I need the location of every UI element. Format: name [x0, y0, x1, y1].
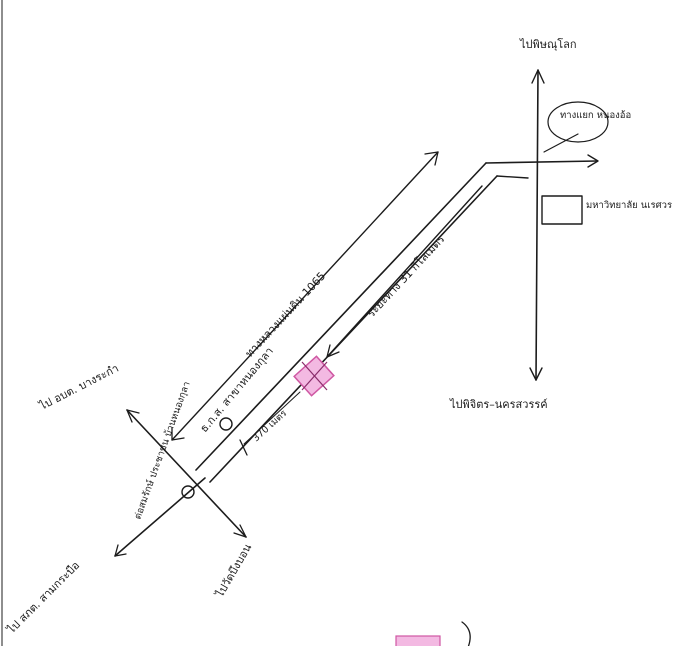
arrow-sw-icon: [326, 344, 340, 358]
label-to-district-office: ไป สภต. สามกระบือ: [4, 559, 82, 637]
label-baac: ธ.ก.ส. สาขาหนองกุลา: [197, 345, 276, 435]
police-station-icon: [181, 485, 195, 499]
arrow-sw-icon: [171, 427, 185, 441]
highway-upper-spur: [496, 175, 529, 179]
highway-line-upper: [195, 162, 487, 471]
road-connector-horizontal: [485, 160, 598, 164]
university-building-icon: [541, 195, 583, 225]
highway-1065-indicator: [171, 151, 439, 441]
baac-branch-icon: [219, 417, 233, 431]
arrow-sw-icon: [114, 544, 127, 557]
label-to-phitsanulok: ไปพิษณุโลก: [519, 37, 577, 51]
arrow-right-icon: [587, 154, 599, 168]
label-police-station: ต่อสมรักษ์ ประชาชน บ้านหนองกุลา: [132, 380, 193, 521]
arrow-down-icon: [529, 367, 543, 381]
label-university: มหาวิทยาลัย นเรศวร: [586, 200, 672, 211]
label-to-phichit: ไปพิจิตร–นครสวรรค์: [449, 398, 548, 411]
label-31km: ระยะทาง 31 กิโลเมตร: [364, 232, 448, 320]
label-370m: 370 เมตร: [251, 408, 290, 444]
junction-label-bubble: [547, 101, 609, 143]
arrow-se-icon: [233, 524, 247, 538]
junction-pointer: [543, 133, 579, 153]
label-junction: ทางแยก หนองอ้อ: [560, 110, 631, 121]
destination-marker: [293, 355, 335, 397]
label-highway-1065: ทางหลวงแผ่นดิน 1065: [243, 270, 329, 360]
legend-bracket-partial: [461, 621, 471, 646]
distance-370m-line: [243, 391, 301, 445]
distance-tick-start: [239, 439, 248, 456]
legend-marker-partial: [395, 635, 441, 646]
label-to-wat-bueng: ไปวัดบึงบอน: [213, 541, 255, 600]
arrow-up-icon: [531, 69, 545, 84]
crossing-road: [126, 409, 247, 538]
distance-31km-indicator: [326, 185, 483, 358]
road-southwest: [114, 477, 206, 557]
arrow-nw-icon: [126, 409, 140, 423]
road-phitsanulok-vertical: [535, 69, 539, 381]
arrow-ne-icon: [424, 151, 439, 166]
label-to-bangrakam: ไป อบต. บางระกำ: [37, 362, 121, 413]
